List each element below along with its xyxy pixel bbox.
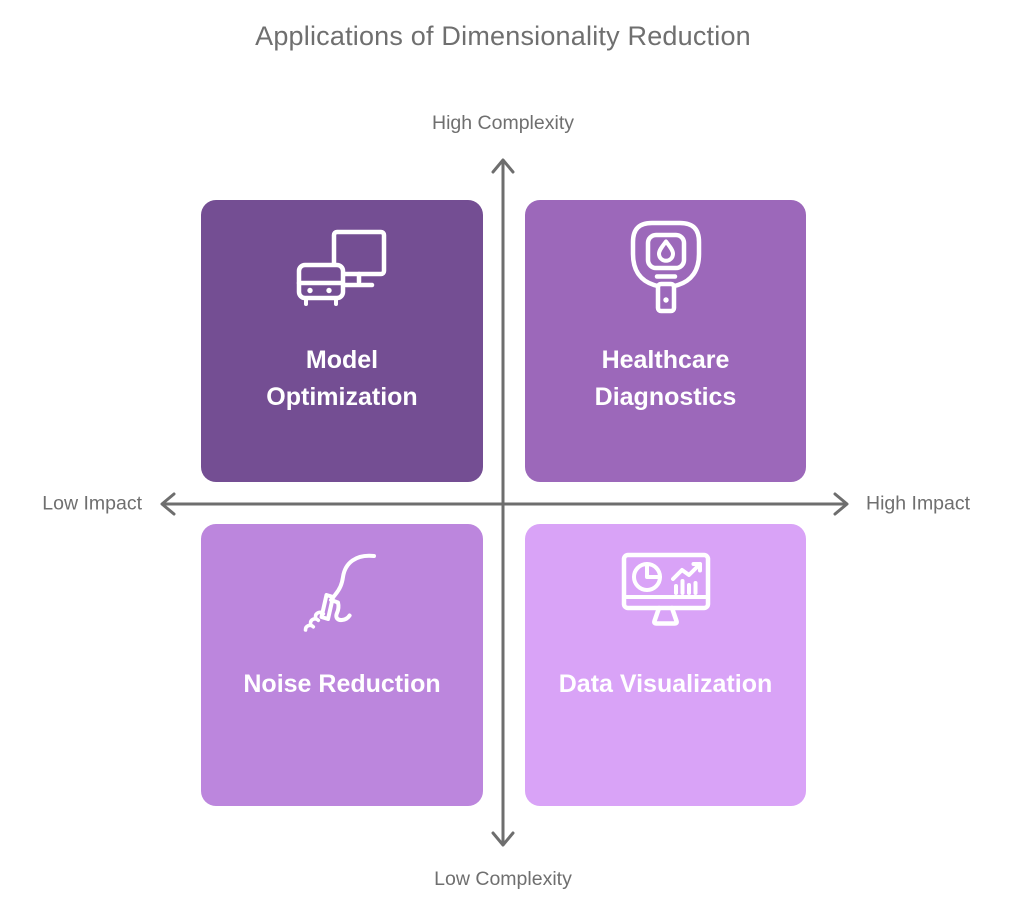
quadrant-healthcare-diagnostics: Healthcare Diagnostics: [525, 200, 806, 482]
page-title: Applications of Dimensionality Reduction: [255, 21, 751, 51]
quadrant-label: Noise Reduction: [243, 670, 441, 698]
axis-label-low-complexity: Low Complexity: [434, 868, 572, 890]
quadrant-label: Healthcare Diagnostics: [594, 346, 737, 411]
quadrant-model-optimization: Model Optimization: [201, 200, 483, 482]
left-arrowhead: [160, 492, 176, 516]
quadrant-label: Data Visualization: [558, 670, 773, 698]
axis-label-high-complexity: High Complexity: [432, 112, 574, 134]
shush-face-icon: [201, 542, 483, 642]
monitor-charts-icon: [525, 542, 806, 642]
down-arrowhead: [491, 831, 515, 847]
axis-label-low-impact: Low Impact: [42, 492, 142, 515]
quadrant-data-visualization: Data Visualization: [525, 524, 806, 806]
monitor-workstation-icon: [201, 218, 483, 318]
axis-label-high-impact: High Impact: [866, 492, 971, 515]
glucometer-icon: [525, 218, 806, 318]
quadrant-label: Model Optimization: [266, 346, 418, 411]
right-arrowhead: [833, 492, 849, 516]
quadrant-noise-reduction: Noise Reduction: [201, 524, 483, 806]
up-arrowhead: [491, 158, 515, 174]
